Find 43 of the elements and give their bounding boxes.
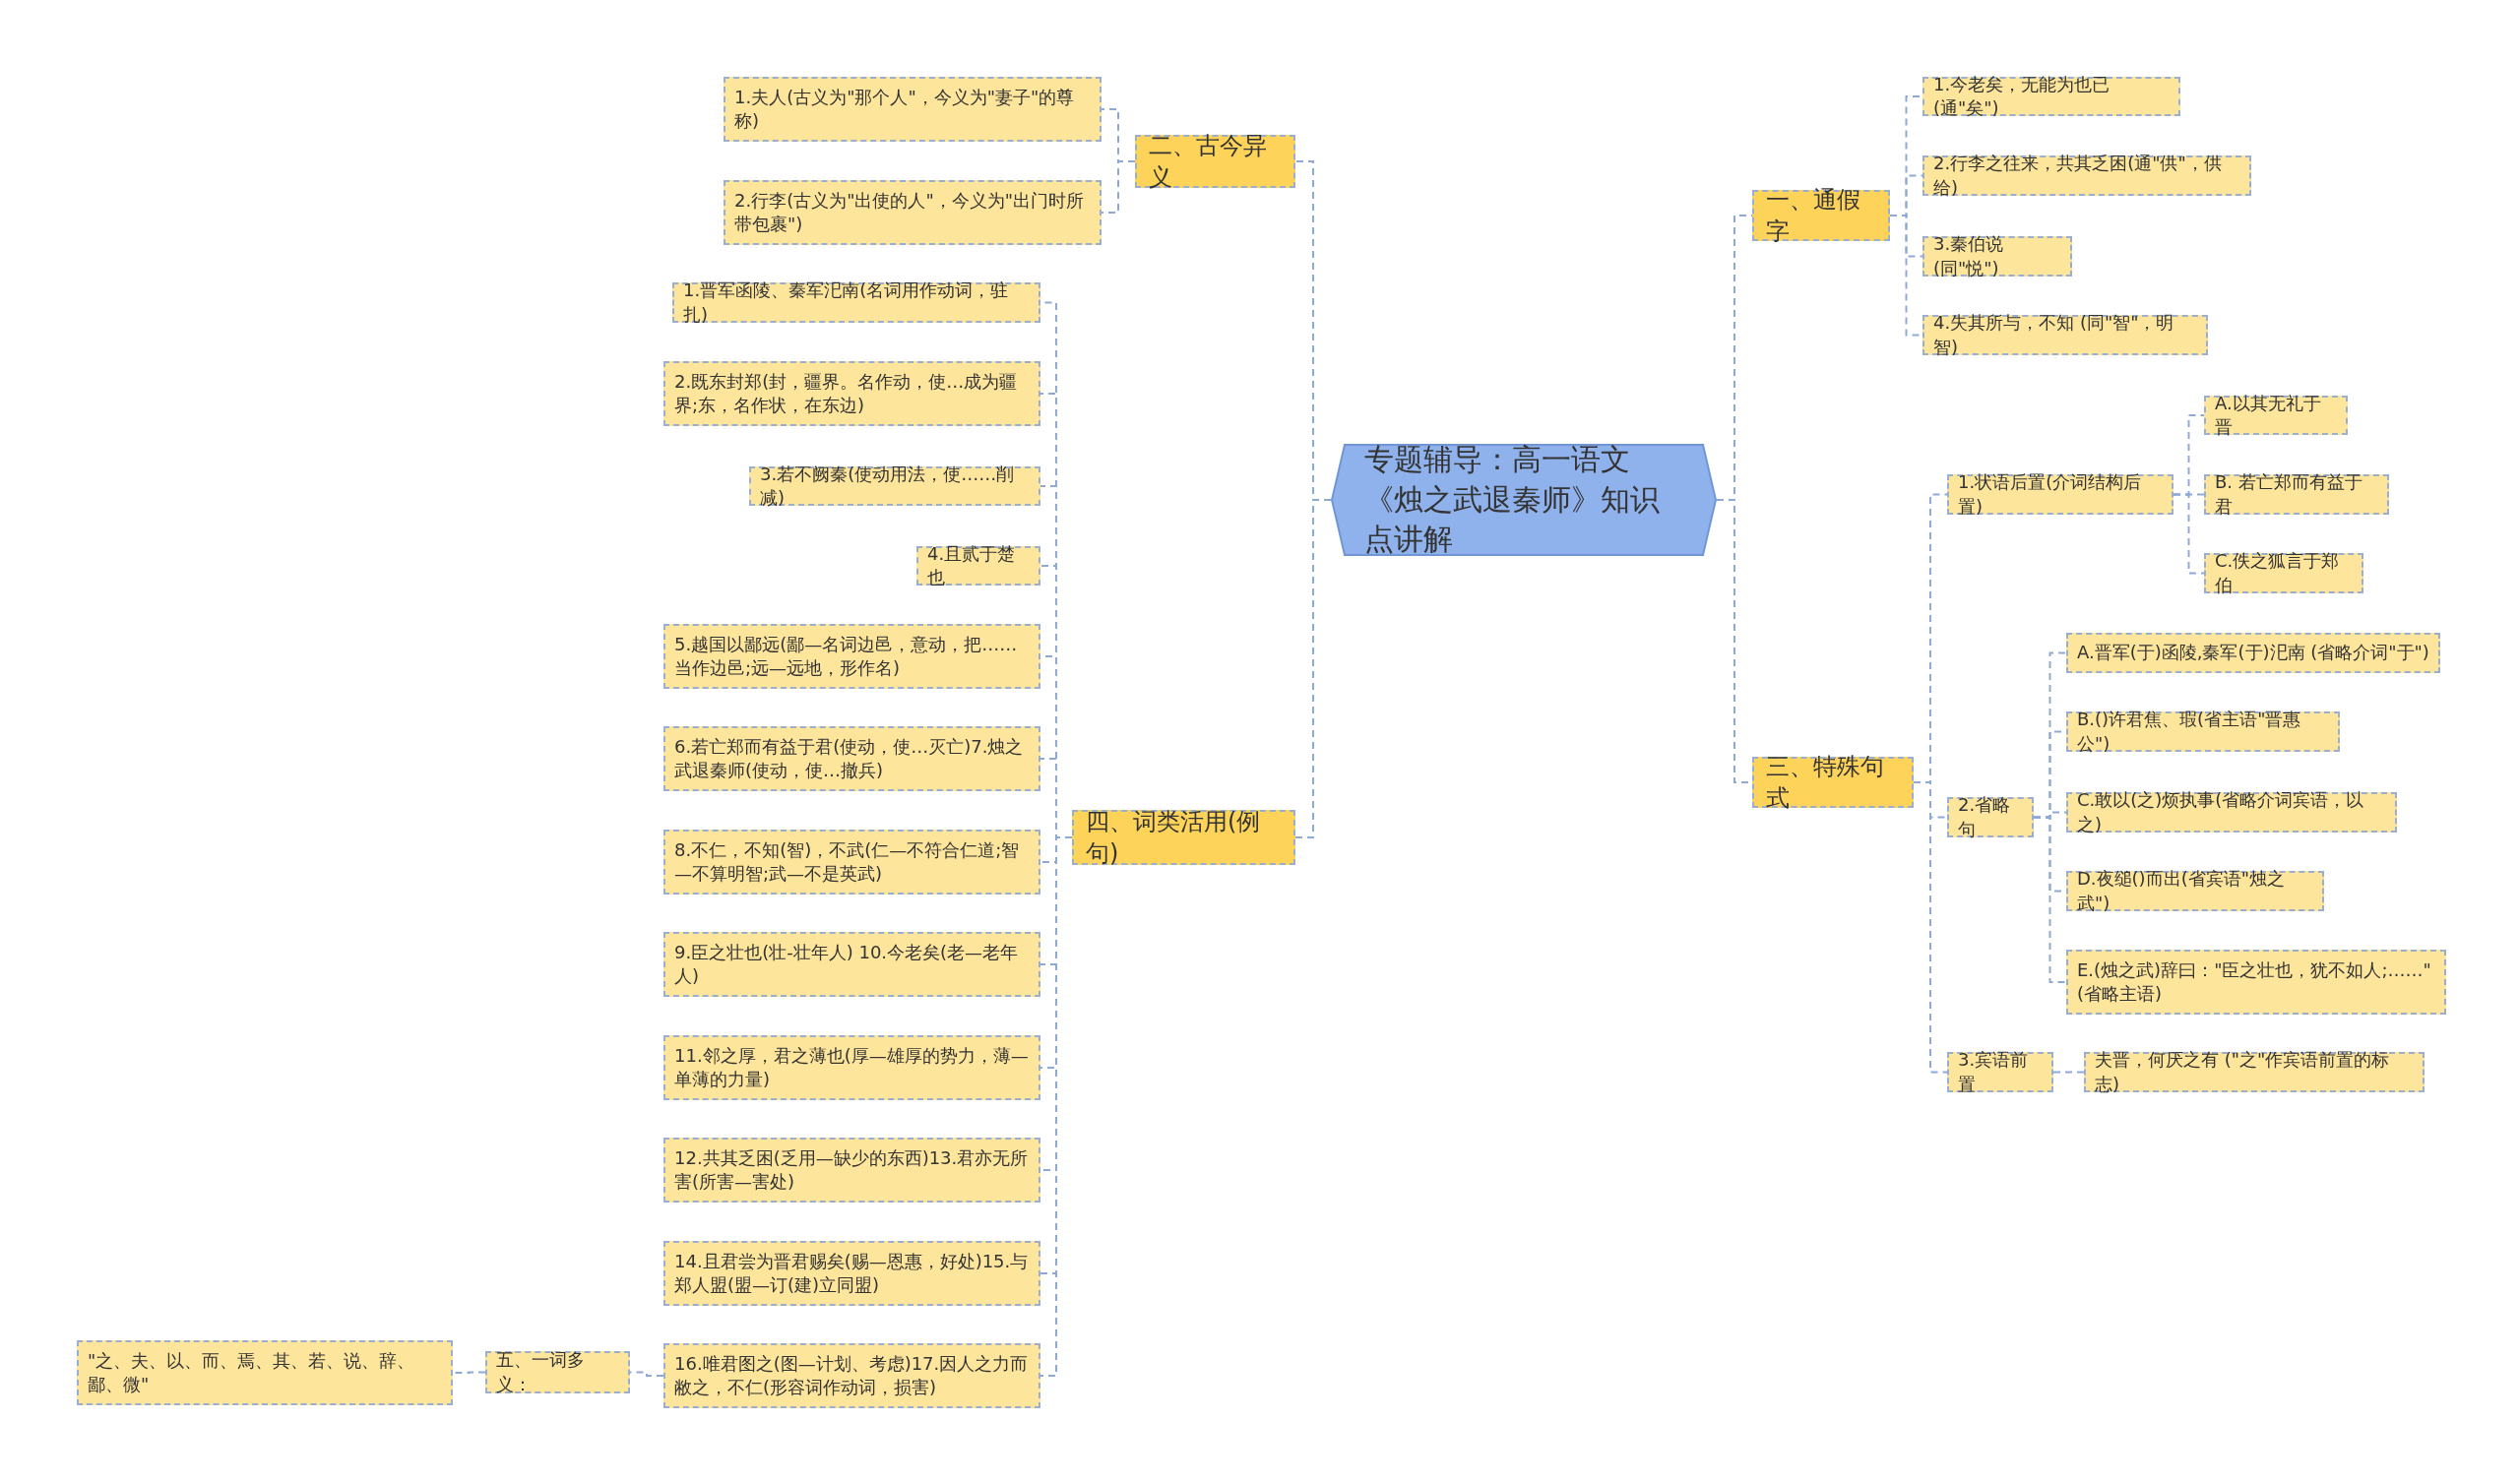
connector-line	[1294, 499, 1332, 838]
topic-box: A.晋军(于)函陵,秦军(于)汜南 (省略介词"于")	[2066, 633, 2440, 673]
connector-line	[2052, 1071, 2085, 1074]
topic-box: C.佚之狐言于郑伯	[2204, 553, 2363, 593]
topic-box: B. 若亡郑而有益于君	[2204, 474, 2389, 515]
branch-box: 一、通假字	[1752, 190, 1890, 241]
topic-box: 8.不仁，不知(智)，不武(仁—不符合仁道;智—不算明智;武—不是英武)	[663, 830, 1040, 895]
topic-box: 6.若亡郑而有益于君(使动，使…灭亡)7.烛之武退秦师(使动，使…撤兵)	[663, 726, 1040, 791]
topic-box: 2.行李之往来，共其乏困(通"供"，供给)	[1922, 155, 2251, 196]
topic-box: 1.晋军函陵、秦军汜南(名词用作动词，驻扎)	[672, 282, 1040, 323]
topic-box: 2.行李(古义为"出使的人"，今义为"出门时所带包裹")	[724, 180, 1102, 245]
connector-line	[2033, 816, 2067, 983]
topic-box: 4.失其所与，不知 (同"智"，明智)	[1922, 315, 2208, 355]
topic-box: 12.共其乏困(乏用—缺少的东西)13.君亦无所害(所害—害处)	[663, 1138, 1040, 1203]
central-topic: 专题辅导：高一语文《烛之武退秦师》知识点讲解	[1331, 444, 1717, 556]
topic-box: "之、夫、以、而、焉、其、若、说、辞、鄙、微"	[77, 1340, 453, 1405]
topic-box: 4.且贰于楚也	[916, 546, 1040, 586]
topic-box: 3.宾语前置	[1947, 1052, 2053, 1092]
topic-box: A.以其无礼于晋	[2204, 396, 2348, 435]
topic-box: 1.今老矣，无能为也已(通"矣")	[1922, 77, 2180, 116]
topic-box: E.(烛之武)辞曰："臣之壮也，犹不如人;……" (省略主语)	[2066, 950, 2446, 1015]
topic-box: 五、一词多义：	[485, 1351, 630, 1393]
topic-box: 5.越国以鄙远(鄙—名词边邑，意动，把……当作边邑;远—远地，形作名)	[663, 624, 1040, 689]
topic-box: C.敢以(之)烦执事(省略介词宾语，以之)	[2066, 792, 2397, 833]
topic-box: 3.若不阙秦(使动用法，使……削减)	[749, 466, 1040, 506]
topic-box: 1.夫人(古义为"那个人"，今义为"妻子"的尊称)	[724, 77, 1102, 142]
topic-box: B.()许君焦、瑕(省主语"晋惠公")	[2066, 711, 2340, 752]
connector-line	[2173, 493, 2205, 575]
branch-box: 三、特殊句式	[1752, 757, 1914, 808]
topic-box: 16.唯君图之(图—计划、考虑)17.因人之力而敝之，不仁(形容词作动词，损害)	[663, 1343, 1040, 1408]
topic-box: 2.省略句	[1947, 797, 2034, 837]
topic-box: D.夜缒()而出(省宾语"烛之武")	[2066, 871, 2324, 911]
topic-box: 夫晋，何厌之有 ("之"作宾语前置的标志)	[2084, 1052, 2425, 1092]
topic-box: 3.秦伯说(同"悦")	[1922, 236, 2072, 277]
topic-box: 1.状语后置(介词结构后置)	[1947, 474, 2174, 515]
connector-line	[1913, 781, 1948, 1074]
branch-box: 四、词类活用(例句)	[1072, 810, 1295, 865]
topic-box: 9.臣之壮也(壮-壮年人) 10.今老矣(老—老年人)	[663, 932, 1040, 997]
topic-box: 2.既东封郑(封，疆界。名作动，使…成为疆界;东，名作状，在东边)	[663, 361, 1040, 426]
topic-box: 11.邻之厚，君之薄也(厚—雄厚的势力，薄—单薄的力量)	[663, 1035, 1040, 1100]
connector-line	[1101, 160, 1136, 214]
topic-box: 14.且君尝为晋君赐矣(赐—恩惠，好处)15.与郑人盟(盟—订(建)立同盟)	[663, 1241, 1040, 1306]
branch-box: 二、古今异义	[1135, 135, 1295, 188]
